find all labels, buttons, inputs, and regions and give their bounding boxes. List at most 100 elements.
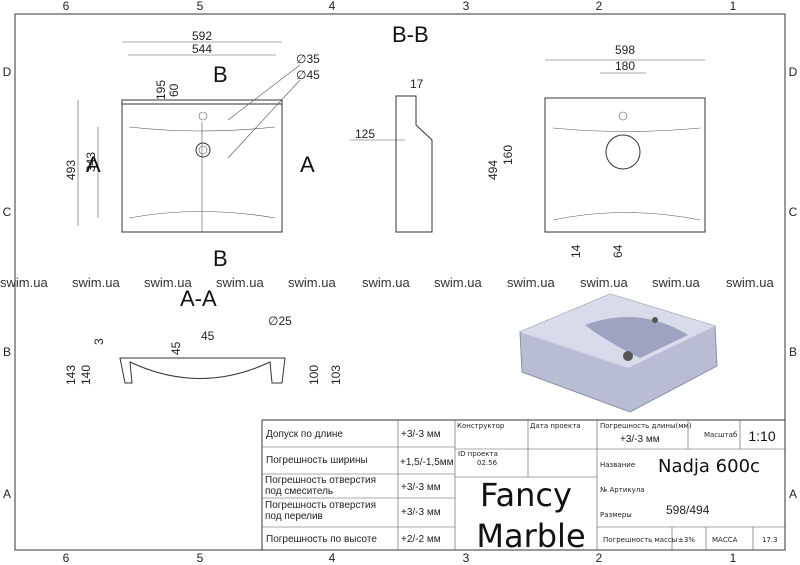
tol-label-wrap: Погрешность отверстия под смеситель bbox=[265, 475, 377, 497]
col-label: 4 bbox=[329, 551, 336, 565]
col-label: 1 bbox=[730, 0, 737, 13]
row-label: C bbox=[3, 205, 12, 219]
watermark: swim.ua bbox=[362, 275, 410, 290]
watermark-row: swim.ua swim.ua swim.ua swim.ua swim.ua … bbox=[0, 275, 774, 290]
watermark: swim.ua bbox=[652, 275, 700, 290]
tol-label: Погрешность ширины bbox=[266, 455, 368, 466]
row-label: C bbox=[789, 205, 798, 219]
dim-width-inner: 544 bbox=[192, 42, 212, 56]
mass-tol: ±3% bbox=[678, 536, 695, 544]
front-view: 598 180 494 160 14 64 bbox=[486, 43, 706, 258]
dim-17: 17 bbox=[410, 77, 424, 91]
dim-45-v: 45 bbox=[169, 341, 183, 355]
dim-64: 64 bbox=[611, 244, 625, 258]
row-label: B bbox=[3, 345, 11, 359]
top-view: 592 544 195 60 ∅35 ∅45 493 343 A A B B bbox=[64, 29, 320, 271]
col-label: 2 bbox=[596, 0, 603, 13]
dim-493: 493 bbox=[64, 160, 78, 180]
col-label: 6 bbox=[63, 551, 70, 565]
dim-d45: ∅45 bbox=[296, 68, 320, 82]
name-label: Название bbox=[600, 461, 635, 469]
tol-label: Допуск по длине bbox=[266, 429, 343, 440]
dim-103: 103 bbox=[329, 365, 343, 385]
title-block: Допуск по длине +3/-3 мм Погрешность шир… bbox=[261, 419, 786, 555]
watermark: swim.ua bbox=[507, 275, 555, 290]
dim-143: 143 bbox=[64, 365, 78, 385]
mass-label: МАССА bbox=[712, 536, 738, 544]
dim-d35: ∅35 bbox=[296, 52, 320, 66]
length-tol-label: Погрешность длины(мм) bbox=[600, 422, 692, 430]
dim-width-total: 592 bbox=[192, 29, 212, 43]
dim-180: 180 bbox=[615, 59, 635, 73]
dim-100: 100 bbox=[307, 365, 321, 385]
scale-label: Масштаб bbox=[704, 431, 737, 439]
date-label: Дата проекта bbox=[530, 422, 581, 430]
watermark: swim.ua bbox=[288, 275, 336, 290]
product-name: Nadja 600c bbox=[658, 456, 760, 477]
dim-d25: ∅25 bbox=[268, 314, 292, 328]
mass-tol-label: Погрешность массы bbox=[603, 536, 677, 544]
col-label: 2 bbox=[596, 551, 603, 565]
col-label: 6 bbox=[63, 0, 70, 13]
article-label: № Артикула bbox=[600, 486, 645, 494]
dim-343: 343 bbox=[84, 152, 98, 172]
dim-598: 598 bbox=[615, 43, 635, 57]
row-label: A bbox=[789, 487, 797, 501]
dim-14: 14 bbox=[569, 244, 583, 258]
section-mark-a-right: A bbox=[300, 152, 315, 177]
tol-value: +3/-3 мм bbox=[401, 507, 441, 518]
tol-value: +1,5/-1,5мм bbox=[400, 457, 454, 468]
dim-494: 494 bbox=[486, 160, 500, 180]
project-id-label: ID проекта bbox=[458, 450, 498, 458]
watermark: swim.ua bbox=[726, 275, 774, 290]
dim-160: 160 bbox=[501, 145, 515, 165]
section-mark-b-bottom: B bbox=[213, 246, 228, 271]
section-aa: A-A 3 45 45 ∅25 143 140 100 103 bbox=[64, 286, 343, 385]
col-label: 5 bbox=[197, 0, 204, 13]
scale: 1:10 bbox=[748, 428, 775, 444]
watermark: swim.ua bbox=[144, 275, 192, 290]
watermark: swim.ua bbox=[580, 275, 628, 290]
row-label: A bbox=[3, 487, 11, 501]
dim-3: 3 bbox=[92, 338, 106, 345]
watermark: swim.ua bbox=[72, 275, 120, 290]
tol-value: +2/-2 мм bbox=[401, 534, 441, 545]
dim-140: 140 bbox=[79, 365, 93, 385]
brand-logo-line2: Marble bbox=[476, 517, 585, 555]
section-bb: B-B 17 125 bbox=[350, 22, 433, 233]
tol-value: +3/-3 мм bbox=[401, 482, 441, 493]
watermark: swim.ua bbox=[216, 275, 264, 290]
dim-45-h: 45 bbox=[201, 329, 215, 343]
row-label: D bbox=[789, 65, 798, 79]
section-aa-title: A-A bbox=[180, 286, 217, 311]
sink-3d-render bbox=[519, 293, 718, 413]
size: 598/494 bbox=[666, 503, 710, 517]
project-id: 02.56 bbox=[477, 459, 498, 467]
dim-125: 125 bbox=[355, 127, 375, 141]
tol-label: Погрешность отверстия под перелив bbox=[265, 500, 377, 522]
tol-label: Погрешность отверстия под смеситель bbox=[265, 475, 377, 497]
grid-labels: 6 5 4 3 2 1 6 5 4 3 2 1 D C B A D C B A bbox=[3, 0, 798, 565]
row-label: B bbox=[789, 345, 797, 359]
dim-60: 60 bbox=[167, 83, 181, 97]
row-label: D bbox=[3, 65, 12, 79]
designer-label: Конструктор bbox=[457, 422, 505, 430]
tol-label-wrap: Погрешность отверстия под перелив bbox=[265, 500, 377, 522]
col-label: 3 bbox=[463, 0, 470, 13]
watermark: swim.ua bbox=[0, 275, 48, 290]
col-label: 1 bbox=[730, 551, 737, 565]
section-mark-b-top: B bbox=[213, 62, 228, 87]
section-mark-a-left: A bbox=[86, 152, 101, 177]
col-label: 4 bbox=[329, 0, 336, 13]
section-bb-title: B-B bbox=[392, 22, 429, 47]
watermark: swim.ua bbox=[434, 275, 482, 290]
length-tol: +3/-3 мм bbox=[620, 434, 660, 445]
dim-195: 195 bbox=[154, 80, 168, 100]
size-label: Размеры bbox=[600, 511, 632, 519]
tol-label: Погрешность по высоте bbox=[266, 534, 377, 545]
tol-value: +3/-3 мм bbox=[401, 429, 441, 440]
col-label: 5 bbox=[197, 551, 204, 565]
mass: 17.3 bbox=[762, 536, 778, 544]
col-label: 3 bbox=[463, 551, 470, 565]
